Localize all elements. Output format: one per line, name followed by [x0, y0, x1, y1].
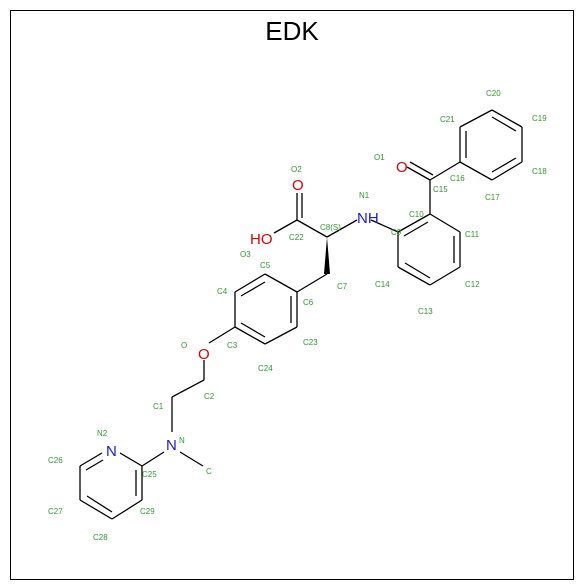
atom-label-C18: C18: [532, 167, 547, 176]
atom-label-C7: C7: [337, 282, 348, 291]
atom-label-C11: C11: [465, 230, 480, 239]
atom-label-C22: C22: [289, 233, 304, 242]
atom-label-C17: C17: [485, 193, 500, 202]
atom-label-C23: C23: [303, 338, 318, 347]
atom-label-C13: C13: [418, 307, 433, 316]
atom-label-C21: C21: [440, 115, 455, 124]
ketone-oxygen-symbol: O: [396, 159, 408, 176]
atom-labels: O1 O2 N1 O3 O N2 N C C1 C2 C3 C4 C5 C6 C…: [48, 89, 547, 542]
atom-label-C: C: [206, 467, 212, 476]
stereo-wedge-bond: [324, 237, 330, 274]
atom-label-C14: C14: [375, 280, 390, 289]
atom-label-O2: O2: [291, 165, 302, 174]
carbonyl-oxygen-symbol: O: [292, 177, 304, 194]
atom-label-C25: C25: [142, 470, 157, 479]
amine-nh-symbol: NH: [357, 210, 379, 227]
atom-label-C19: C19: [532, 114, 547, 123]
atom-label-O: O: [181, 341, 187, 350]
atom-label-C3: C3: [227, 341, 238, 350]
atom-label-C28: C28: [93, 533, 108, 542]
atom-label-N2: N2: [97, 429, 108, 438]
hydroxyl-symbol: HO: [250, 231, 273, 248]
atom-label-C8S: C8(S): [320, 223, 341, 232]
ether-oxygen-symbol: O: [198, 346, 210, 363]
atom-label-C9: C9: [391, 228, 402, 237]
atom-label-O1: O1: [374, 153, 385, 162]
atom-label-C5: C5: [260, 261, 271, 270]
amine-nitrogen-symbol: N: [166, 437, 177, 454]
bonds: [79, 109, 523, 520]
atom-label-C2: C2: [204, 392, 215, 401]
atom-label-C12: C12: [465, 280, 480, 289]
atom-label-C6: C6: [303, 298, 314, 307]
atom-label-C15: C15: [433, 185, 448, 194]
atom-label-C1: C1: [153, 402, 164, 411]
atom-label-C4: C4: [217, 287, 228, 296]
atom-label-C16: C16: [450, 174, 465, 183]
atom-label-O3: O3: [240, 250, 251, 259]
atom-label-C24: C24: [258, 364, 273, 373]
diagram-frame: [10, 10, 574, 580]
atom-label-C27: C27: [48, 507, 63, 516]
atom-label-C26: C26: [48, 456, 63, 465]
atom-label-N: N: [179, 436, 185, 445]
atom-label-C20: C20: [486, 89, 501, 98]
pyridine-nitrogen-symbol: N: [106, 443, 117, 460]
atom-label-C29: C29: [140, 507, 155, 516]
atom-label-N1: N1: [359, 191, 370, 200]
atom-label-C10: C10: [409, 210, 424, 219]
diagram-title: EDK: [265, 16, 319, 46]
element-labels: O O HO NH O N N: [106, 159, 408, 460]
